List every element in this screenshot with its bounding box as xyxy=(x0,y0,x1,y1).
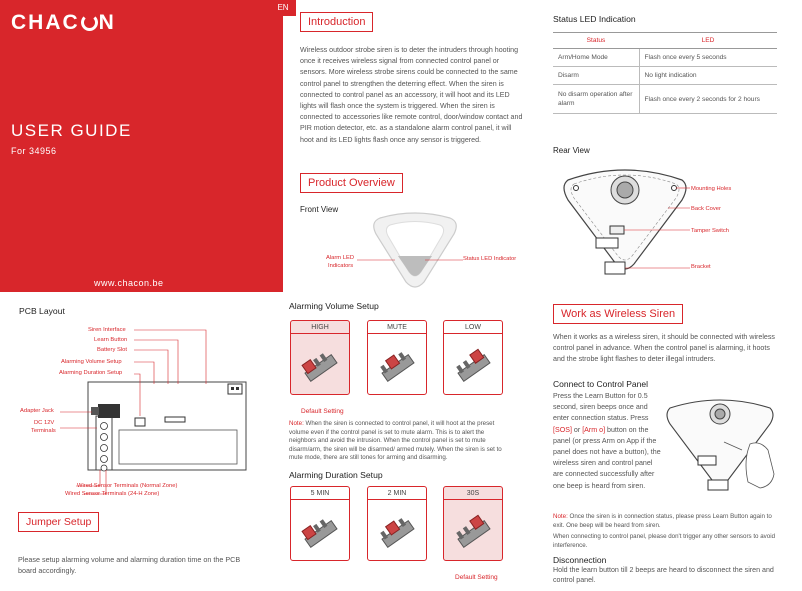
jumper-pins-icon xyxy=(456,348,491,382)
volume-note: Note: When the siren is connected to con… xyxy=(289,420,502,462)
label-volume-setup: Alarming Volume Setup xyxy=(61,359,122,365)
label-battery-slot: Battery Slot xyxy=(97,347,127,353)
connect-note: Note: Once the siren is in connection st… xyxy=(553,513,772,529)
status-led-heading: Status LED Indication xyxy=(553,14,636,24)
label-alarm-led: Alarm LED xyxy=(326,255,355,261)
rear-view-heading: Rear View xyxy=(553,146,590,155)
cover-panel xyxy=(0,0,283,292)
duration-option-5min: 5 MIN xyxy=(290,486,350,561)
duration-setup-heading: Alarming Duration Setup xyxy=(289,470,383,480)
label-learn-button: Learn Button xyxy=(94,337,128,343)
jumper-pins-icon xyxy=(301,519,338,548)
status-column-header: Status xyxy=(553,32,639,49)
label-indicators: Indicators xyxy=(328,263,354,269)
led-column-header: LED xyxy=(639,32,777,49)
wireless-intro-text: When it works as a wireless siren, it sh… xyxy=(553,333,775,364)
jumper-pins-icon xyxy=(380,352,415,382)
product-overview-title: Product Overview xyxy=(300,173,403,193)
label-status-led-indicator: Status LED Indicator xyxy=(463,256,517,262)
label-back-cover: Back Cover xyxy=(691,206,721,212)
volume-option-high: HIGH xyxy=(290,320,350,395)
duration-default-setting: Default Setting xyxy=(455,574,498,581)
siren-front-illustration xyxy=(373,212,457,288)
volume-option-mute: MUTE xyxy=(367,320,427,395)
connect-heading: Connect to Control Panel xyxy=(553,379,648,389)
cover-title: USER GUIDE xyxy=(11,121,132,140)
front-view-heading: Front View xyxy=(300,205,339,214)
siren-connect-illustration xyxy=(666,399,775,491)
label-dc12v: DC 12V xyxy=(34,420,55,426)
volume-option-low: LOW xyxy=(443,320,503,395)
label-tamper-switch: Tamper Switch xyxy=(691,228,730,234)
label-siren-interface: Siren Interface xyxy=(88,327,126,333)
label-adapter-jack: Adapter Jack xyxy=(20,408,54,414)
language-badge: EN xyxy=(270,0,296,16)
disconnection-heading: Disconnection xyxy=(553,555,607,565)
jumper-pins-icon xyxy=(380,518,415,548)
disconnection-text: Hold the learn button till 2 beeps are h… xyxy=(553,566,774,584)
label-bracket: Bracket xyxy=(691,264,711,270)
connect-note-2: When connecting to control panel, please… xyxy=(553,533,776,549)
jumper-setup-title: Jumper Setup xyxy=(18,512,100,532)
jumper-pins-icon xyxy=(456,514,491,548)
label-mounting-holes: Mounting Holes xyxy=(691,186,732,192)
introduction-title: Introduction xyxy=(300,12,374,32)
introduction-text: Wireless outdoor strobe siren is to dete… xyxy=(300,46,523,144)
jumper-pins-icon xyxy=(301,353,338,382)
front-view-leaders xyxy=(357,259,463,261)
label-terminals: Terminals xyxy=(31,428,56,434)
jumper-setup-text: Please setup alarming volume and alarmin… xyxy=(18,555,241,576)
cover-website: www.chacon.be xyxy=(94,278,164,288)
volume-setup-heading: Alarming Volume Setup xyxy=(289,301,379,311)
volume-default-setting: Default Setting xyxy=(301,408,344,415)
duration-option-2min: 2 MIN xyxy=(367,486,427,561)
label-wired-normal: Wired Sensor Terminals (Normal Zone) xyxy=(77,483,178,489)
pcb-heading: PCB Layout xyxy=(19,306,65,316)
logo-power-icon xyxy=(80,14,98,31)
label-wired-24h: Wired Sensor Terminals (24-H Zone) xyxy=(65,491,160,497)
wireless-siren-title: Work as Wireless Siren xyxy=(553,304,684,324)
duration-option-30s: 30S xyxy=(443,486,503,561)
siren-rear-illustration xyxy=(563,169,690,275)
connect-text: Press the Learn Button for 0.5 second, s… xyxy=(553,392,661,490)
cover-model: For 34956 xyxy=(11,146,57,156)
pcb-diagram xyxy=(60,329,247,495)
label-duration-setup: Alarming Duration Setup xyxy=(59,370,123,376)
